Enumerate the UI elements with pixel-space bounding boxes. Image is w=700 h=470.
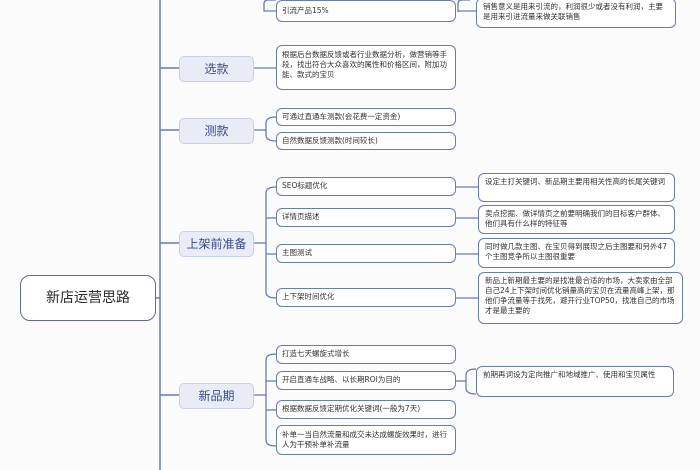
category-shangjia[interactable]: 上架前准备 [179,231,254,257]
item-main-image[interactable]: 主图测试 [276,244,456,263]
note-ztc-strategy[interactable]: 前期再词设为定向推广和地域推广、使用和宝贝属性 [476,366,674,397]
item-xuankuan-1[interactable]: 根据后台数据反馈或者行业数据分析，做营销等手段，找出符合大众喜欢的属性和价格区间… [276,45,456,90]
item-seven-day-spiral[interactable]: 打造七天螺旋式增长 [276,345,456,364]
item-seo-title[interactable]: SEO标题优化 [276,177,456,196]
item-ztc-strategy[interactable]: 开启直通车战略、以长期ROI为目的 [276,371,456,390]
note-main-image[interactable]: 同时做几款主图、在宝贝得到展现之后主图要和另外47个主图竞争所以主图很重要 [478,238,675,268]
item-cekuan-1[interactable]: 可通过直通车测款(会花费一定资金) [276,108,456,126]
category-xinpin[interactable]: 新品期 [179,383,254,409]
category-cekuan[interactable]: 测款 [179,118,254,144]
category-xuankuan[interactable]: 选款 [179,56,254,82]
item-keyword-optimize[interactable]: 根据数据反馈定期优化关键词(一般为7天) [276,400,456,419]
root-node[interactable]: 新店运营思路 [20,275,156,321]
note-traffic-product[interactable]: 销售意义是用来引流的，利润很少或者没有利润，主要是用来引进流量来做关联销售 [476,0,676,28]
item-detail-page[interactable]: 详情页描述 [276,208,456,227]
item-supplement-orders[interactable]: 补单一当自然流量和成交未达成螺旋效果时，进行人为干预补单补流量 [276,425,456,455]
note-listing-time[interactable]: 新品上新期最主要的是找准最合适的市场，大卖家由全部自己24上下架时间优化销量高的… [478,272,683,324]
item-listing-time[interactable]: 上下架时间优化 [276,288,456,307]
note-seo-title[interactable]: 设定主打关键词、新品期主要用相关性高的长尾关键词 [478,173,675,202]
note-detail-page[interactable]: 卖点挖掘、做详情页之前要明确我们的目标客户群体、他们具有什么样的特征等 [478,205,675,234]
item-cekuan-2[interactable]: 自然数据反馈测款(时间较长) [276,132,456,150]
item-traffic-product[interactable]: 引流产品15% [276,0,456,22]
